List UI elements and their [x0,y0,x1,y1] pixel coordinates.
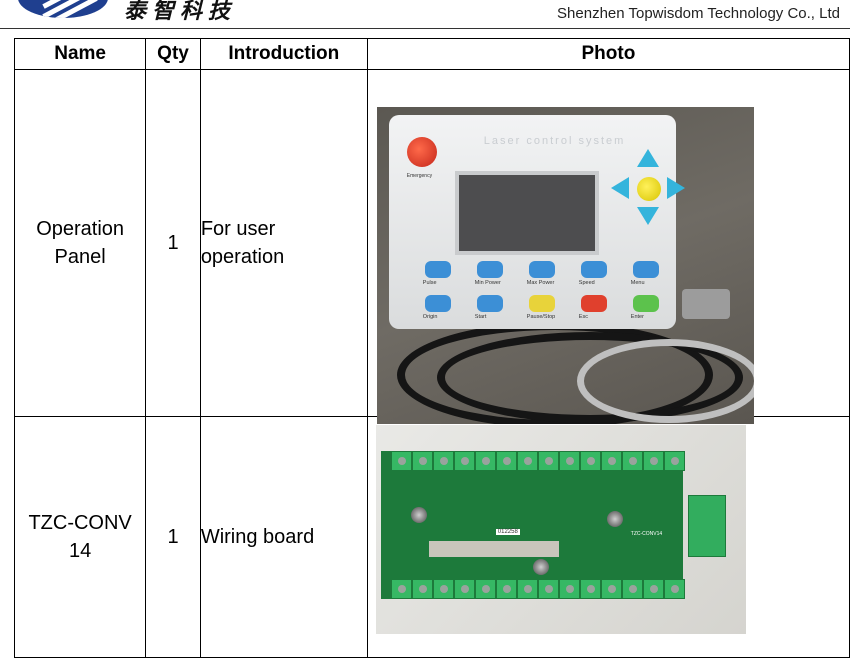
row-qty: 1 [145,69,201,417]
capacitor [606,511,623,527]
row-name-cell: Operation Panel [13,69,147,417]
row-intro-cell: Wiring board [199,416,368,658]
header-rule [0,28,850,29]
row-name-line2: Panel [54,246,106,268]
keypad-key [580,295,607,312]
capacitor [532,559,549,575]
chip-label: 012258 [495,529,520,535]
header-introduction: Introduction [199,38,368,70]
emergency-label: Emergency [406,173,433,179]
company-name: Shenzhen Topwisdom Technology Co., Ltd [557,5,840,22]
terminal-block-top [390,451,685,471]
keypad-key-label: Menu [630,280,645,286]
keypad-key-label: Esc [578,314,588,320]
parts-table: Name Qty Introduction Photo Operation Pa… [13,38,850,658]
row-photo-cell: Laser control system Emergency Pulse Min … [366,69,850,424]
keypad-key-label: Pulse [422,280,437,286]
header-photo: Photo [366,38,850,70]
board-label: TZC-CONV14 [630,531,663,537]
table-header-row: Name Qty Introduction Photo [13,38,850,70]
keypad-key-label: Origin [422,314,438,320]
keypad-key-label: Max Power [526,280,555,286]
keypad-key-label: Speed [578,280,595,286]
keypad-key [632,295,659,312]
keypad-key-label: Min Power [474,280,501,286]
row-qty: 1 [145,416,201,658]
keypad-key [424,261,451,278]
center-button [636,177,661,201]
arrow-left-icon [610,177,629,199]
keypad-key [528,295,555,312]
db9-connector [681,289,730,319]
arrow-down-icon [636,207,659,225]
keypad-key [424,295,451,312]
side-terminal-connector [687,495,726,557]
company-logo-text: 泰智科技 [124,0,237,24]
table-row: TZC-CONV 14 1 Wiring board [13,416,850,658]
row-intro-line2: operation [200,246,285,268]
keypad-key [632,261,659,278]
row-photo-cell: 012258 TZC-CONV14 [366,416,850,658]
row-intro-cell: For user operation [199,69,368,417]
arrow-up-icon [636,149,659,167]
pcb-board: 012258 TZC-CONV14 [380,451,685,599]
keypad-key-label: Enter [630,314,644,320]
keypad-key [528,261,555,278]
row-name-line2: 14 [68,540,92,562]
keypad-key [476,261,503,278]
emergency-stop-button [406,137,437,167]
header-name: Name [13,38,147,70]
company-logo-emblem [18,0,108,18]
row-intro-line1: Wiring board [200,526,315,548]
terminal-block-bottom [390,579,685,599]
arrow-right-icon [666,177,685,199]
keypad-key [580,261,607,278]
row-intro-line1: For user [200,218,276,240]
capacitor [410,507,427,523]
cable-grey [576,339,754,423]
panel-title: Laser control system [483,135,626,147]
ribbon-connector [428,541,559,557]
header-qty: Qty [145,38,201,70]
keypad-key-label: Start [474,314,487,320]
control-panel-face: Laser control system Emergency Pulse Min … [388,115,685,329]
wiring-board-photo: 012258 TZC-CONV14 [375,425,746,634]
row-name-line1: TZC-CONV [28,512,132,534]
lcd-screen [454,171,599,255]
page-header: 泰智科技 Shenzhen Topwisdom Technology Co., … [0,0,850,30]
operation-panel-photo: Laser control system Emergency Pulse Min … [376,107,754,424]
keypad-key-label: Pause/Stop [526,314,556,320]
table-row: Operation Panel 1 For user operation Las… [13,69,850,424]
keypad-key [476,295,503,312]
row-name-line1: Operation [36,218,125,240]
row-name-cell: TZC-CONV 14 [13,416,147,658]
